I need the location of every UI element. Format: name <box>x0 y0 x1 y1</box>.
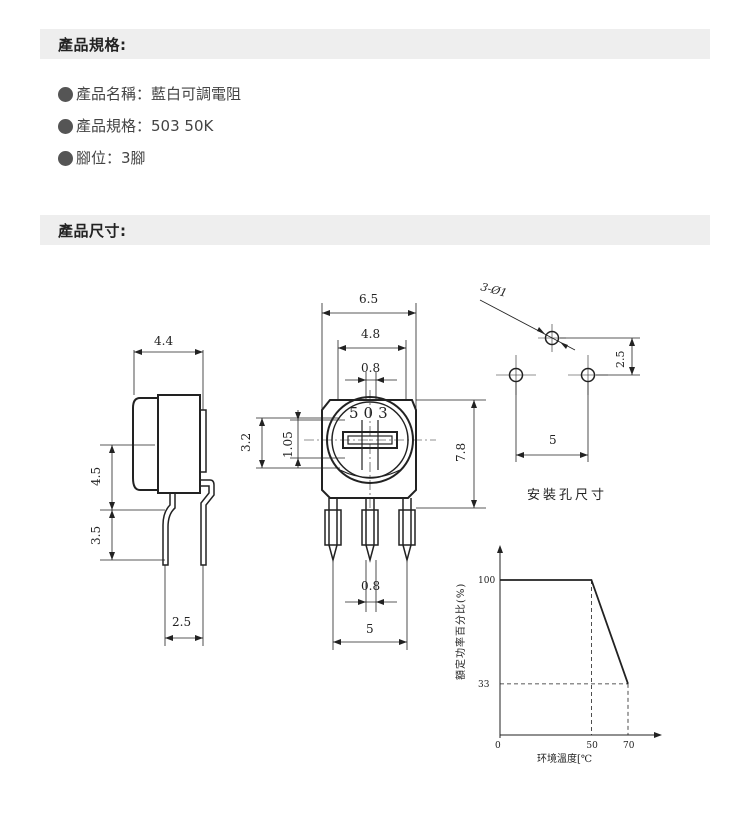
side-h1-label: 4.5 <box>89 467 103 486</box>
side-h2-label: 3.5 <box>89 526 103 545</box>
list-item: 產品名稱：藍白可調電阻 <box>58 78 241 110</box>
spec-pins: 腳位：3腳 <box>76 149 146 167</box>
list-item: 腳位：3腳 <box>58 142 241 174</box>
front-hslot-label: 1.05 <box>281 431 295 458</box>
derating-ylabel: 額定功率百分比(%) <box>454 583 467 680</box>
front-pinwidth-label: 0.8 <box>361 579 380 593</box>
bullet-icon <box>58 150 73 166</box>
side-pitch-label: 2.5 <box>172 615 191 629</box>
bullet-icon <box>58 118 73 134</box>
spec-list: 產品名稱：藍白可調電阻 產品規格：503 50K 腳位：3腳 <box>58 78 241 174</box>
side-view: 4.4 4.5 3.5 2.5 <box>89 334 215 646</box>
hole-vpitch-label: 2.5 <box>614 351 627 369</box>
front-wouter-label: 6.5 <box>359 292 378 306</box>
specs-title: 產品規格: <box>58 36 127 54</box>
front-htotal-label: 7.8 <box>454 443 468 462</box>
bullet-icon <box>58 86 73 102</box>
derating-curve <box>500 579 629 685</box>
y-tick-label: 33 <box>478 680 490 690</box>
x-tick-label: 50 <box>586 741 598 751</box>
front-view: 6.5 4.8 0.8 503 <box>239 292 486 650</box>
hole-hpitch-label: 5 <box>549 433 557 447</box>
derating-xlabel: 环境溫度[℃ <box>537 752 592 765</box>
side-width-label: 4.4 <box>154 334 173 348</box>
front-hleft-label: 3.2 <box>239 433 253 452</box>
dimension-drawing: 4.4 4.5 3.5 2.5 6.5 <box>89 280 662 765</box>
dimensions-title: 產品尺寸: <box>58 222 127 240</box>
front-pins <box>324 498 416 563</box>
spec-model: 產品規格：503 50K <box>76 117 214 135</box>
front-marking: 503 <box>349 404 393 422</box>
hole-caption: 安裝孔尺寸 <box>527 488 607 503</box>
y-tick-label: 100 <box>478 576 495 586</box>
dimensions-header: 產品尺寸: <box>40 215 710 245</box>
hole-layout: 3-Ø1 2.5 5 安裝孔尺寸 <box>479 280 640 503</box>
hole-spec-label: 3-Ø1 <box>479 280 508 299</box>
list-item: 產品規格：503 50K <box>58 110 241 142</box>
x-tick-label: 70 <box>623 741 635 751</box>
derating-chart: 100 33 0 50 70 額定功率百分比(%) 环境溫度[℃ <box>454 545 662 765</box>
x-tick-label: 0 <box>495 741 501 751</box>
specs-header: 產品規格: <box>40 29 710 59</box>
front-wmid-label: 4.8 <box>361 327 380 341</box>
spec-name: 產品名稱：藍白可調電阻 <box>76 85 242 103</box>
front-wslot-label: 0.8 <box>361 361 380 375</box>
front-pinspan-label: 5 <box>366 622 374 636</box>
